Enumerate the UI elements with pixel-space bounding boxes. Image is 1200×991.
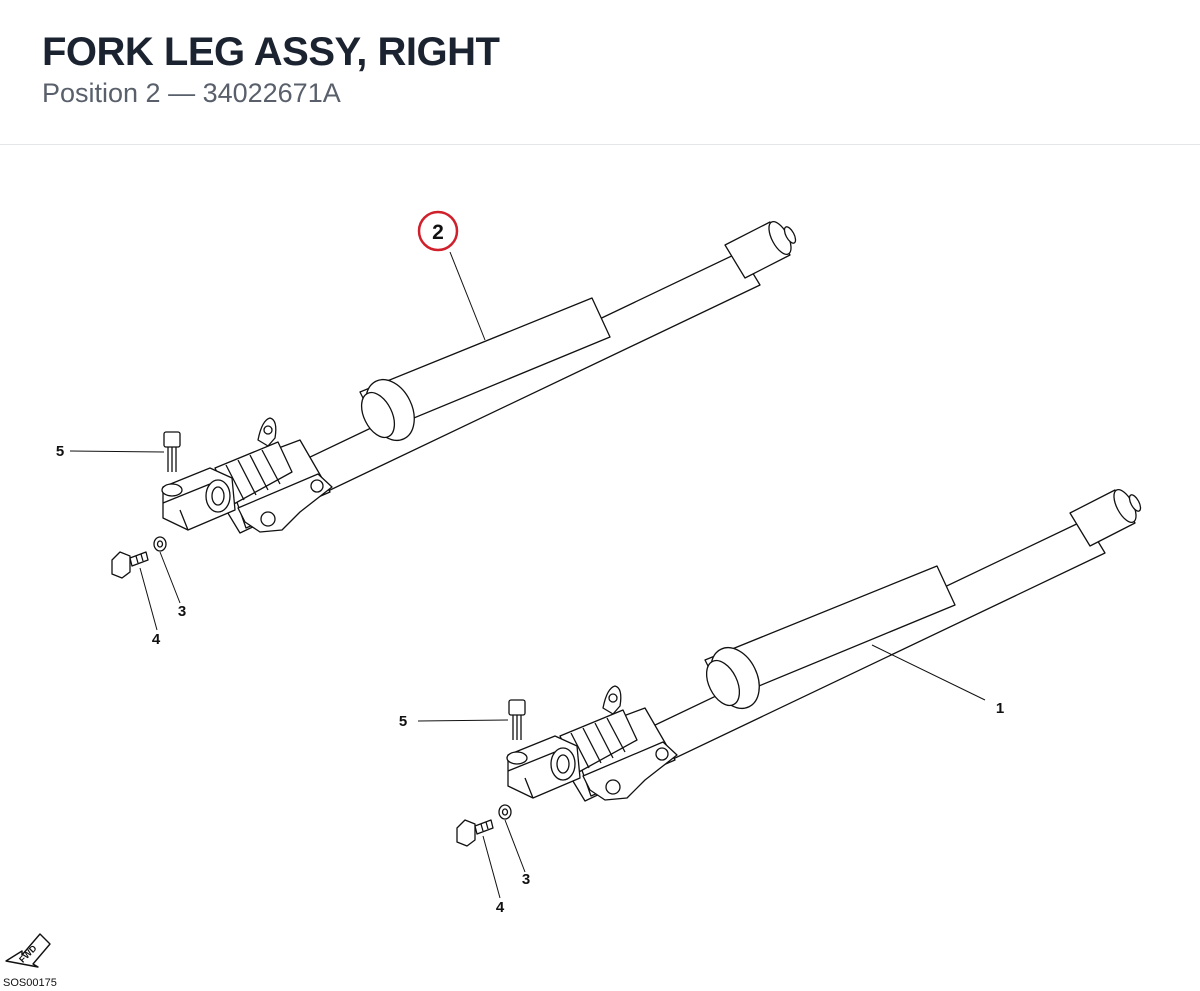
callout-2-label: 2 — [432, 221, 444, 244]
page-header: FORK LEG ASSY, RIGHT Position 2 — 340226… — [0, 0, 1200, 145]
callout-lower-4[interactable]: 4 — [496, 899, 505, 916]
callout-lower-1[interactable]: 1 — [996, 700, 1004, 717]
callout-upper-5[interactable]: 5 — [56, 443, 64, 460]
callout-lower-5[interactable]: 5 — [399, 713, 407, 730]
callout-lower-3[interactable]: 3 — [522, 871, 530, 888]
callout-upper-3[interactable]: 3 — [178, 603, 186, 620]
fwd-arrow-icon: FWD — [5, 933, 51, 968]
leader-lines — [69, 251, 986, 899]
highlight-callout-2[interactable]: 2 — [417, 210, 459, 252]
highlight-ring — [417, 210, 459, 252]
page-subtitle: Position 2 — 34022671A — [42, 78, 341, 108]
fork-leg-upper[interactable] — [111, 217, 799, 579]
page-title: FORK LEG ASSY, RIGHT — [42, 30, 500, 74]
fork-leg-lower[interactable] — [456, 485, 1144, 847]
callout-upper-4[interactable]: 4 — [152, 631, 161, 648]
figure-code: SOS00175 — [3, 977, 57, 989]
